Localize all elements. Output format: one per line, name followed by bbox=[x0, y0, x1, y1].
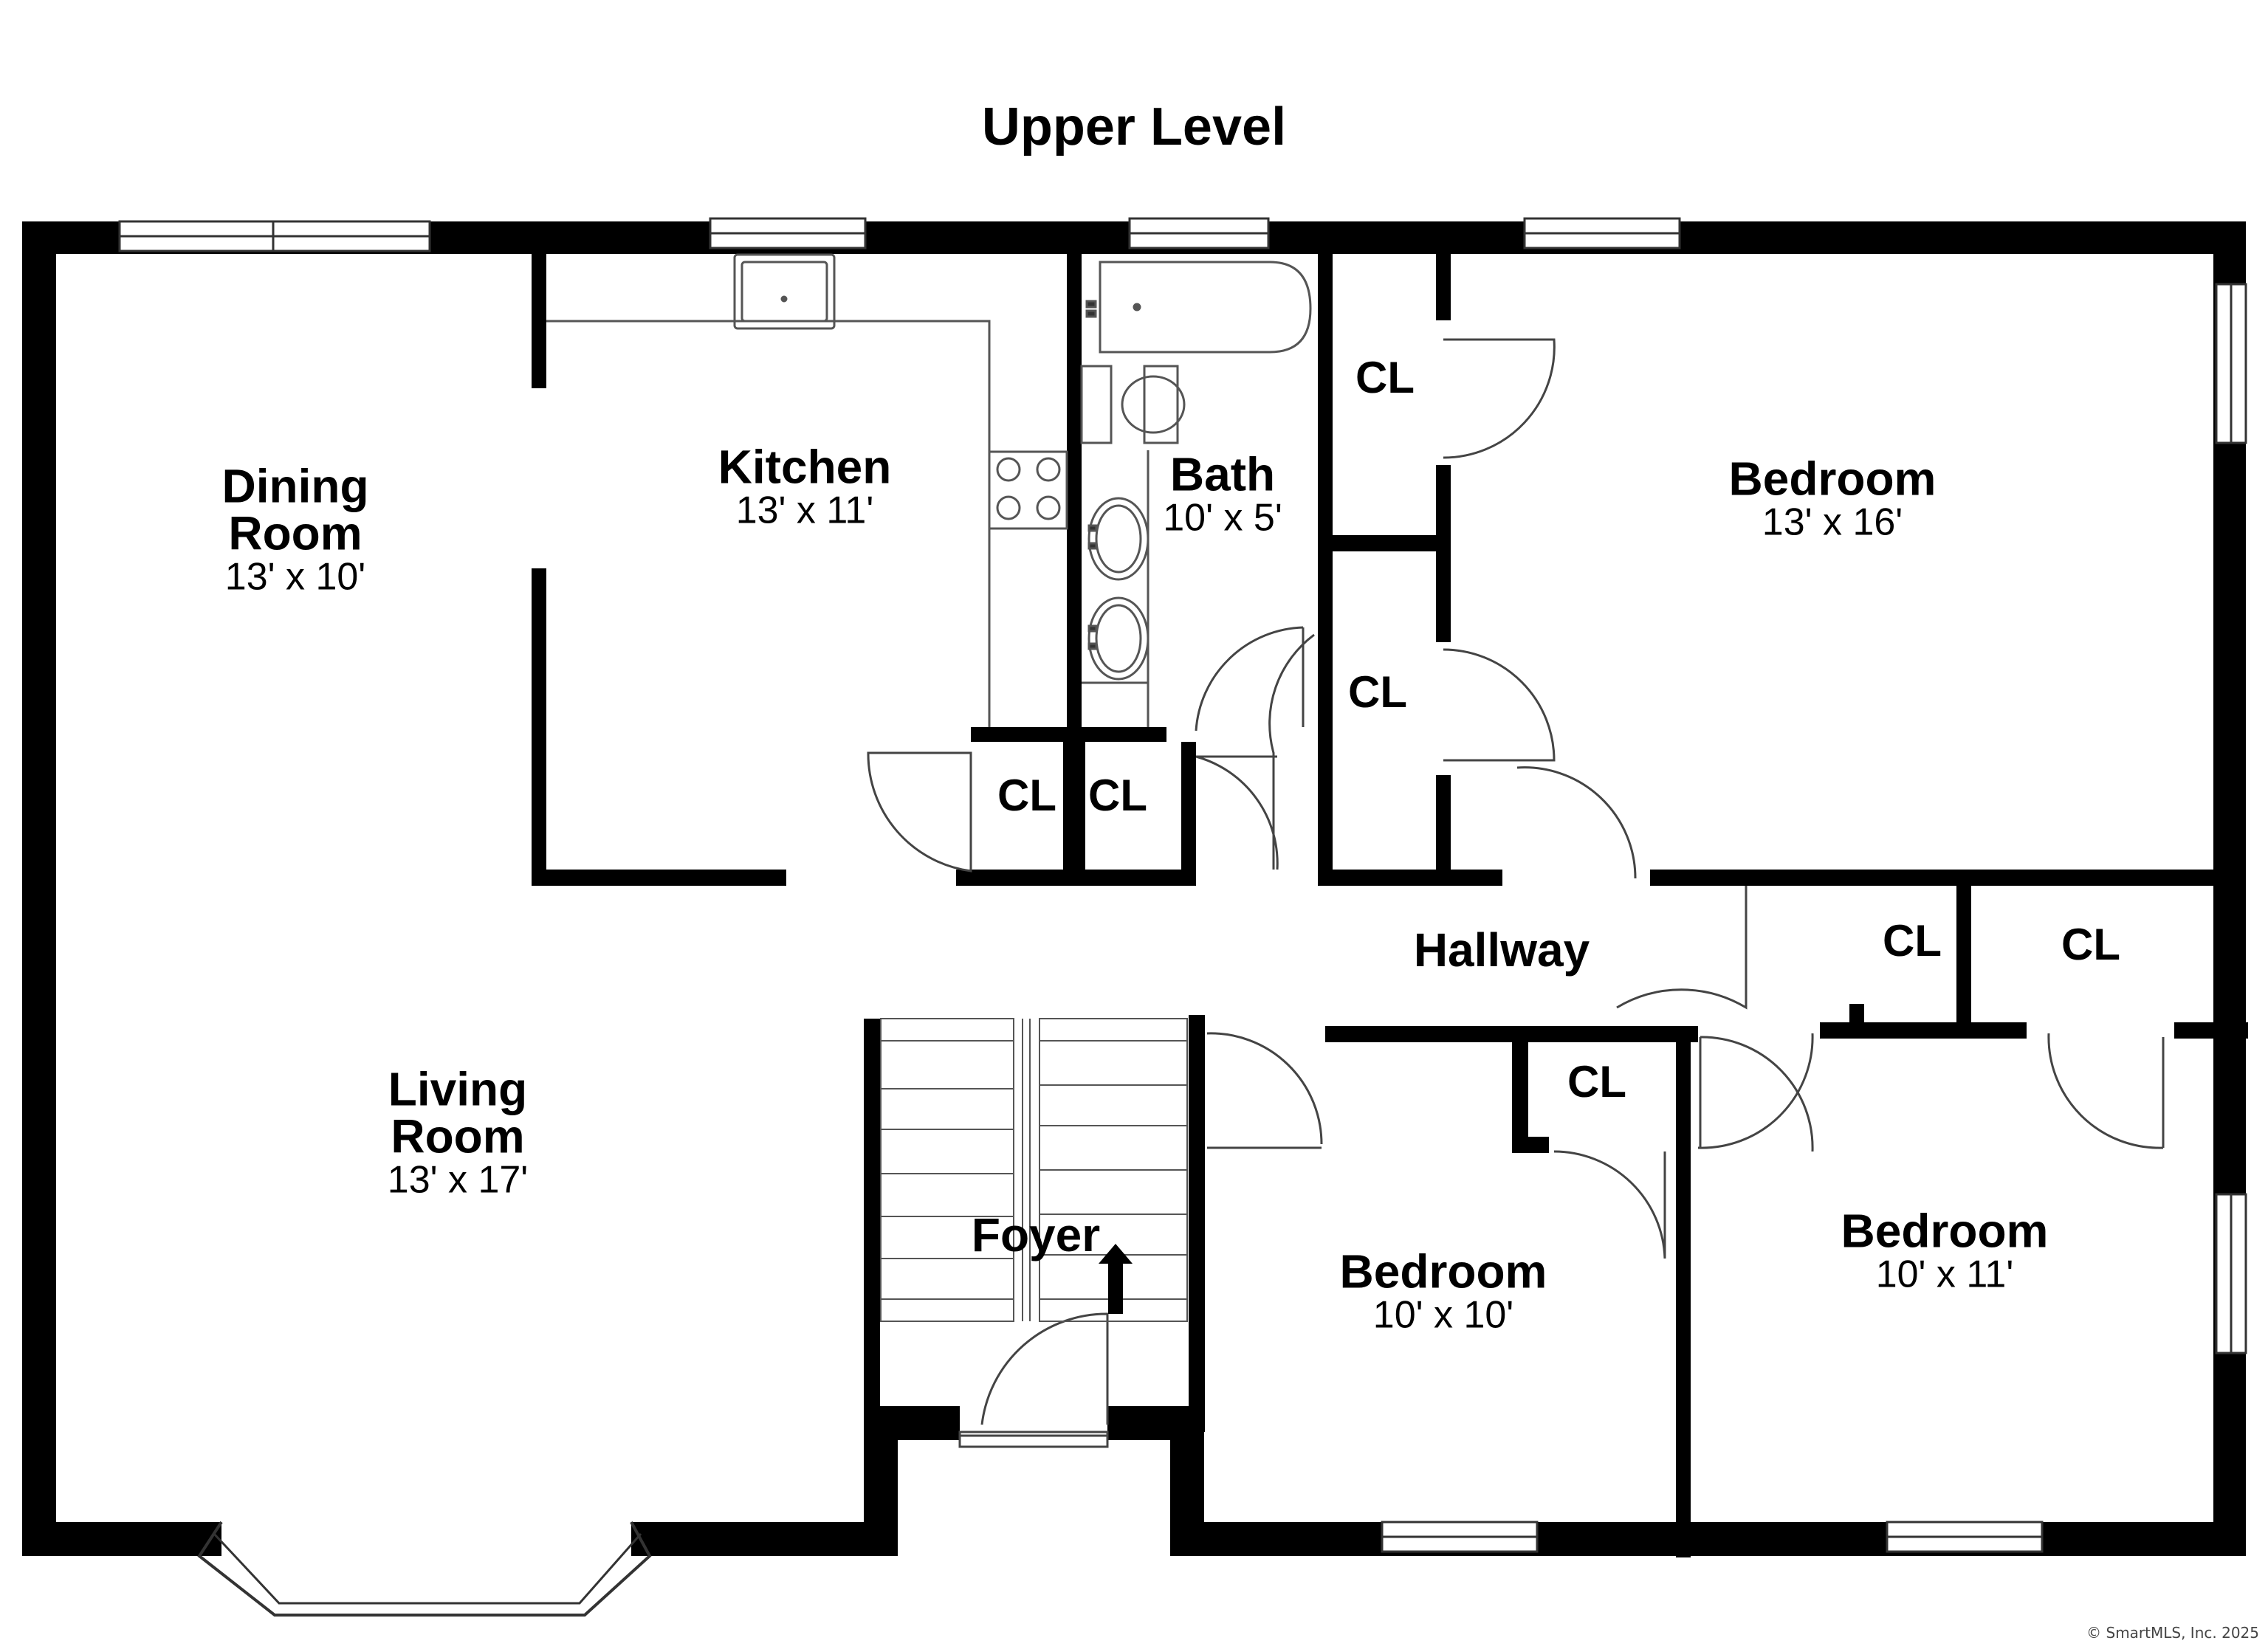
door-swings bbox=[867, 338, 2165, 1448]
closet-label-hall-1: CL bbox=[1883, 916, 1942, 965]
closet-label-kitchen-right: CL bbox=[1088, 771, 1147, 820]
kitchen-fixtures bbox=[546, 253, 1068, 727]
closet-label-bedroom-lower: CL bbox=[1348, 667, 1407, 717]
closet-label-hall-2: CL bbox=[2061, 920, 2120, 969]
bath-dim: 10' x 5' bbox=[1163, 496, 1282, 540]
bedroom-main-dim: 13' x 16' bbox=[1762, 500, 1903, 544]
bedroom-main-label: Bedroom 13' x 16' bbox=[1729, 455, 1937, 543]
bath-label: Bath 10' x 5' bbox=[1163, 451, 1282, 539]
bath-name: Bath bbox=[1169, 447, 1276, 501]
dining-room-name-1: Dining bbox=[221, 459, 369, 513]
windows bbox=[118, 217, 2247, 1617]
living-room-name-1: Living bbox=[388, 1062, 528, 1116]
closet-label-kitchen-left: CL bbox=[997, 771, 1056, 820]
copyright-credit: © SmartMLS, Inc. 2025 bbox=[2086, 1624, 2259, 1642]
foyer-name: Foyer bbox=[971, 1208, 1101, 1261]
stair-arrow-icon bbox=[1099, 1244, 1133, 1314]
walls bbox=[22, 221, 2248, 1557]
kitchen-dim: 13' x 11' bbox=[735, 489, 874, 532]
closet-label-small-bedroom: CL bbox=[1567, 1057, 1626, 1106]
bedroom-small-name: Bedroom bbox=[1339, 1245, 1547, 1298]
bedroom-right-label: Bedroom 10' x 11' bbox=[1841, 1208, 2049, 1295]
foyer-label: Foyer bbox=[972, 1211, 1100, 1259]
dining-room-dim: 13' x 10' bbox=[224, 555, 366, 599]
living-room-name-2: Room bbox=[391, 1109, 525, 1163]
hallway-name: Hallway bbox=[1413, 923, 1590, 977]
dining-room-label: Dining Room 13' x 10' bbox=[221, 463, 368, 598]
bedroom-right-name: Bedroom bbox=[1841, 1204, 2049, 1258]
living-room-label: Living Room 13' x 17' bbox=[388, 1066, 528, 1201]
bedroom-small-dim: 10' x 10' bbox=[1372, 1293, 1514, 1337]
dining-room-name-2: Room bbox=[228, 506, 362, 560]
bedroom-main-name: Bedroom bbox=[1728, 452, 1937, 506]
plan-title: Upper Level bbox=[981, 97, 1287, 156]
hallway-label: Hallway bbox=[1414, 926, 1590, 974]
bedroom-right-dim: 10' x 11' bbox=[1875, 1253, 2014, 1296]
stairs bbox=[880, 1018, 1188, 1322]
kitchen-label: Kitchen 13' x 11' bbox=[718, 444, 892, 531]
kitchen-name: Kitchen bbox=[718, 440, 892, 494]
closet-label-bedroom-upper: CL bbox=[1355, 353, 1415, 402]
bedroom-small-label: Bedroom 10' x 10' bbox=[1340, 1248, 1547, 1336]
bath-fixtures bbox=[1080, 261, 1312, 727]
living-room-dim: 13' x 17' bbox=[387, 1158, 529, 1202]
